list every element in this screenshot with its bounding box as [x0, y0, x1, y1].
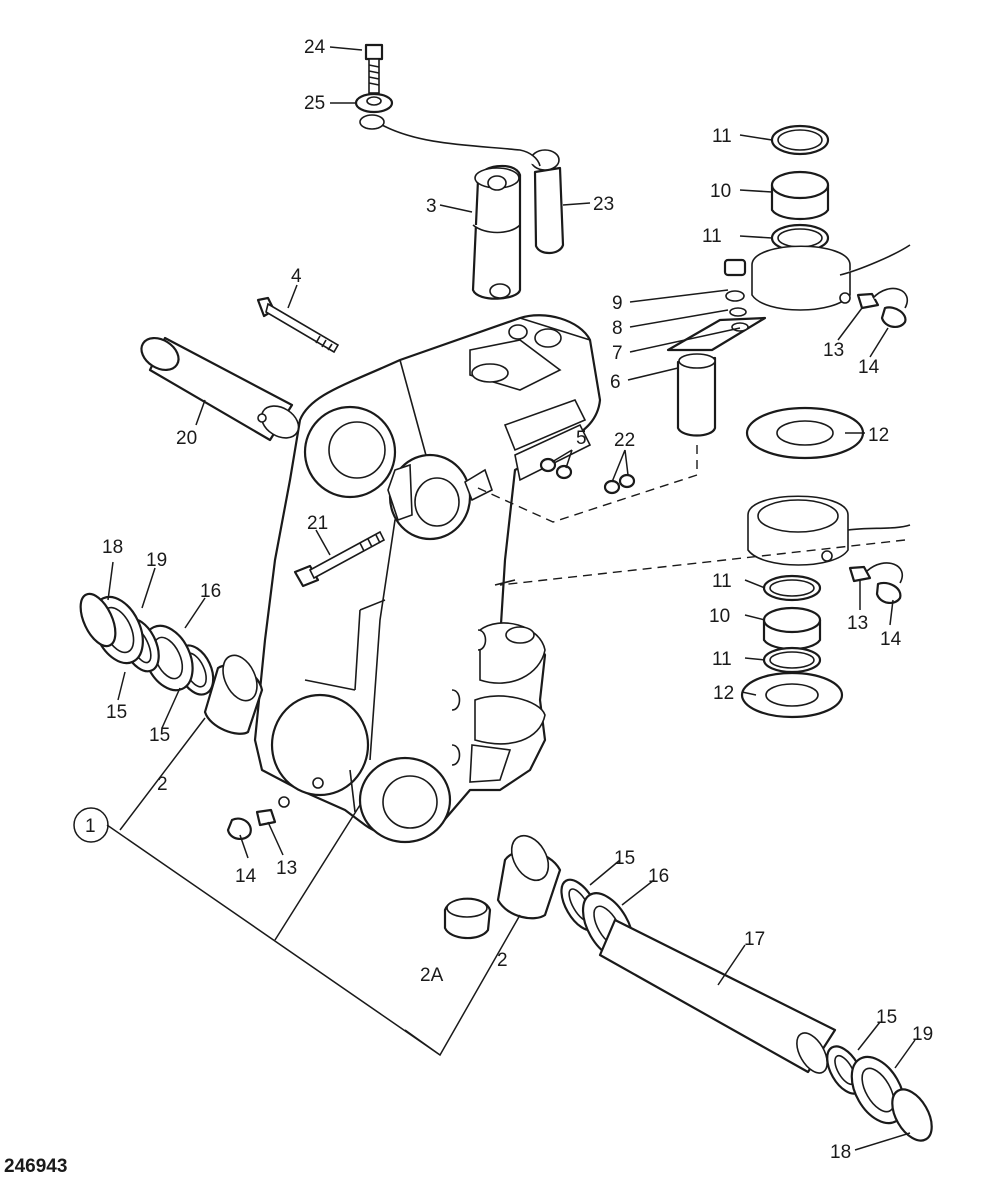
callout-21: 21: [307, 513, 328, 534]
bracket-6-7-8-9: [666, 258, 767, 437]
lanyard-pin-23: [530, 149, 565, 255]
callout-25: 25: [304, 93, 325, 114]
callout-6: 6: [610, 372, 621, 393]
lanyard-ring-25: [354, 92, 541, 167]
callout-20: 20: [176, 428, 197, 449]
callout-11-top: 11: [712, 126, 732, 147]
callout-17: 17: [744, 929, 765, 950]
callout-2A: 2A: [420, 965, 444, 986]
callout-5: 5: [576, 428, 587, 449]
callout-15-left-a: 15: [106, 702, 127, 723]
callout-19-lower: 19: [912, 1024, 933, 1045]
drawing-number: 246943: [4, 1156, 68, 1177]
callout-13-mid: 13: [847, 613, 868, 634]
bolt-4: [256, 296, 340, 354]
callout-2-lower: 2: [497, 950, 508, 971]
bolt-13-washer-14-lower: [226, 796, 290, 840]
callout-13-upper: 13: [823, 340, 844, 361]
callout-7: 7: [612, 343, 623, 364]
callout-2-left: 2: [157, 774, 168, 795]
bolt-13-washer-14-mid: [821, 550, 903, 604]
callout-9: 9: [612, 293, 623, 314]
callout-1: 1: [85, 816, 96, 837]
callout-11-mid-a: 11: [712, 571, 732, 592]
relation-line-column: [499, 539, 906, 586]
upper-bearing-stack: [751, 124, 911, 311]
callout-23: 23: [593, 194, 614, 215]
assembly-callout-circle: [73, 807, 109, 843]
callout-14-mid: 14: [880, 629, 902, 650]
callout-4: 4: [291, 266, 302, 287]
bolt-13-washer-14-upper: [839, 287, 908, 328]
callout-15-left-b: 15: [149, 725, 170, 746]
callout-16-left: 16: [200, 581, 221, 602]
callout-10-top: 10: [710, 181, 731, 202]
callout-3: 3: [426, 196, 437, 217]
callout-24: 24: [304, 37, 326, 58]
callout-11-upper: 11: [702, 226, 722, 247]
callout-18-lower: 18: [830, 1142, 851, 1163]
callout-11-mid-b: 11: [712, 649, 732, 670]
callout-12-upper: 12: [868, 425, 889, 446]
callout-15-lower-a: 15: [614, 848, 635, 869]
assembly-bracket-1: [106, 717, 521, 1057]
callout-19-left: 19: [146, 550, 167, 571]
left-bush-stack: [79, 592, 264, 735]
callout-18-left: 18: [102, 537, 123, 558]
lower-bearing-stack: [740, 406, 911, 719]
callout-22: 22: [614, 430, 635, 451]
retaining-pin-3: [471, 164, 522, 300]
callout-10-mid: 10: [709, 606, 730, 627]
callout-13-lower: 13: [276, 858, 297, 879]
bolt-21: [293, 530, 386, 588]
leader-lines: [107, 46, 916, 1151]
nuts-5-22: [539, 457, 636, 495]
pin-20: [140, 336, 300, 442]
bolt-24: [364, 43, 384, 94]
callout-16-lower: 16: [648, 866, 669, 887]
callout-14-lower: 14: [235, 866, 257, 887]
callout-8: 8: [612, 318, 623, 339]
kingpost-body: [253, 314, 602, 844]
lower-pin-assembly: [443, 834, 933, 1142]
callout-15-lower-b: 15: [876, 1007, 897, 1028]
callout-labels: 1 24 25 3 23 4 11 10 11 9 8 7 6 13 14 12…: [85, 37, 933, 1163]
relation-line-bracket: [477, 445, 698, 523]
callout-14-upper: 14: [858, 357, 880, 378]
callout-12-lower: 12: [713, 683, 734, 704]
